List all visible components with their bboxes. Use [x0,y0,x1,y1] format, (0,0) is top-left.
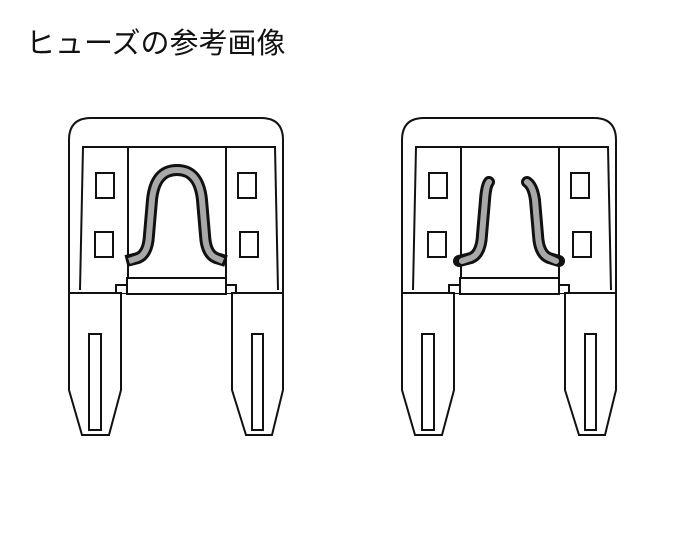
page-title: ヒューズの参考画像 [26,26,286,60]
fuse-element-intact [124,163,228,267]
fuse-normal [68,117,284,436]
fuse-element-broken [453,176,565,267]
fuse-blown [401,117,617,436]
